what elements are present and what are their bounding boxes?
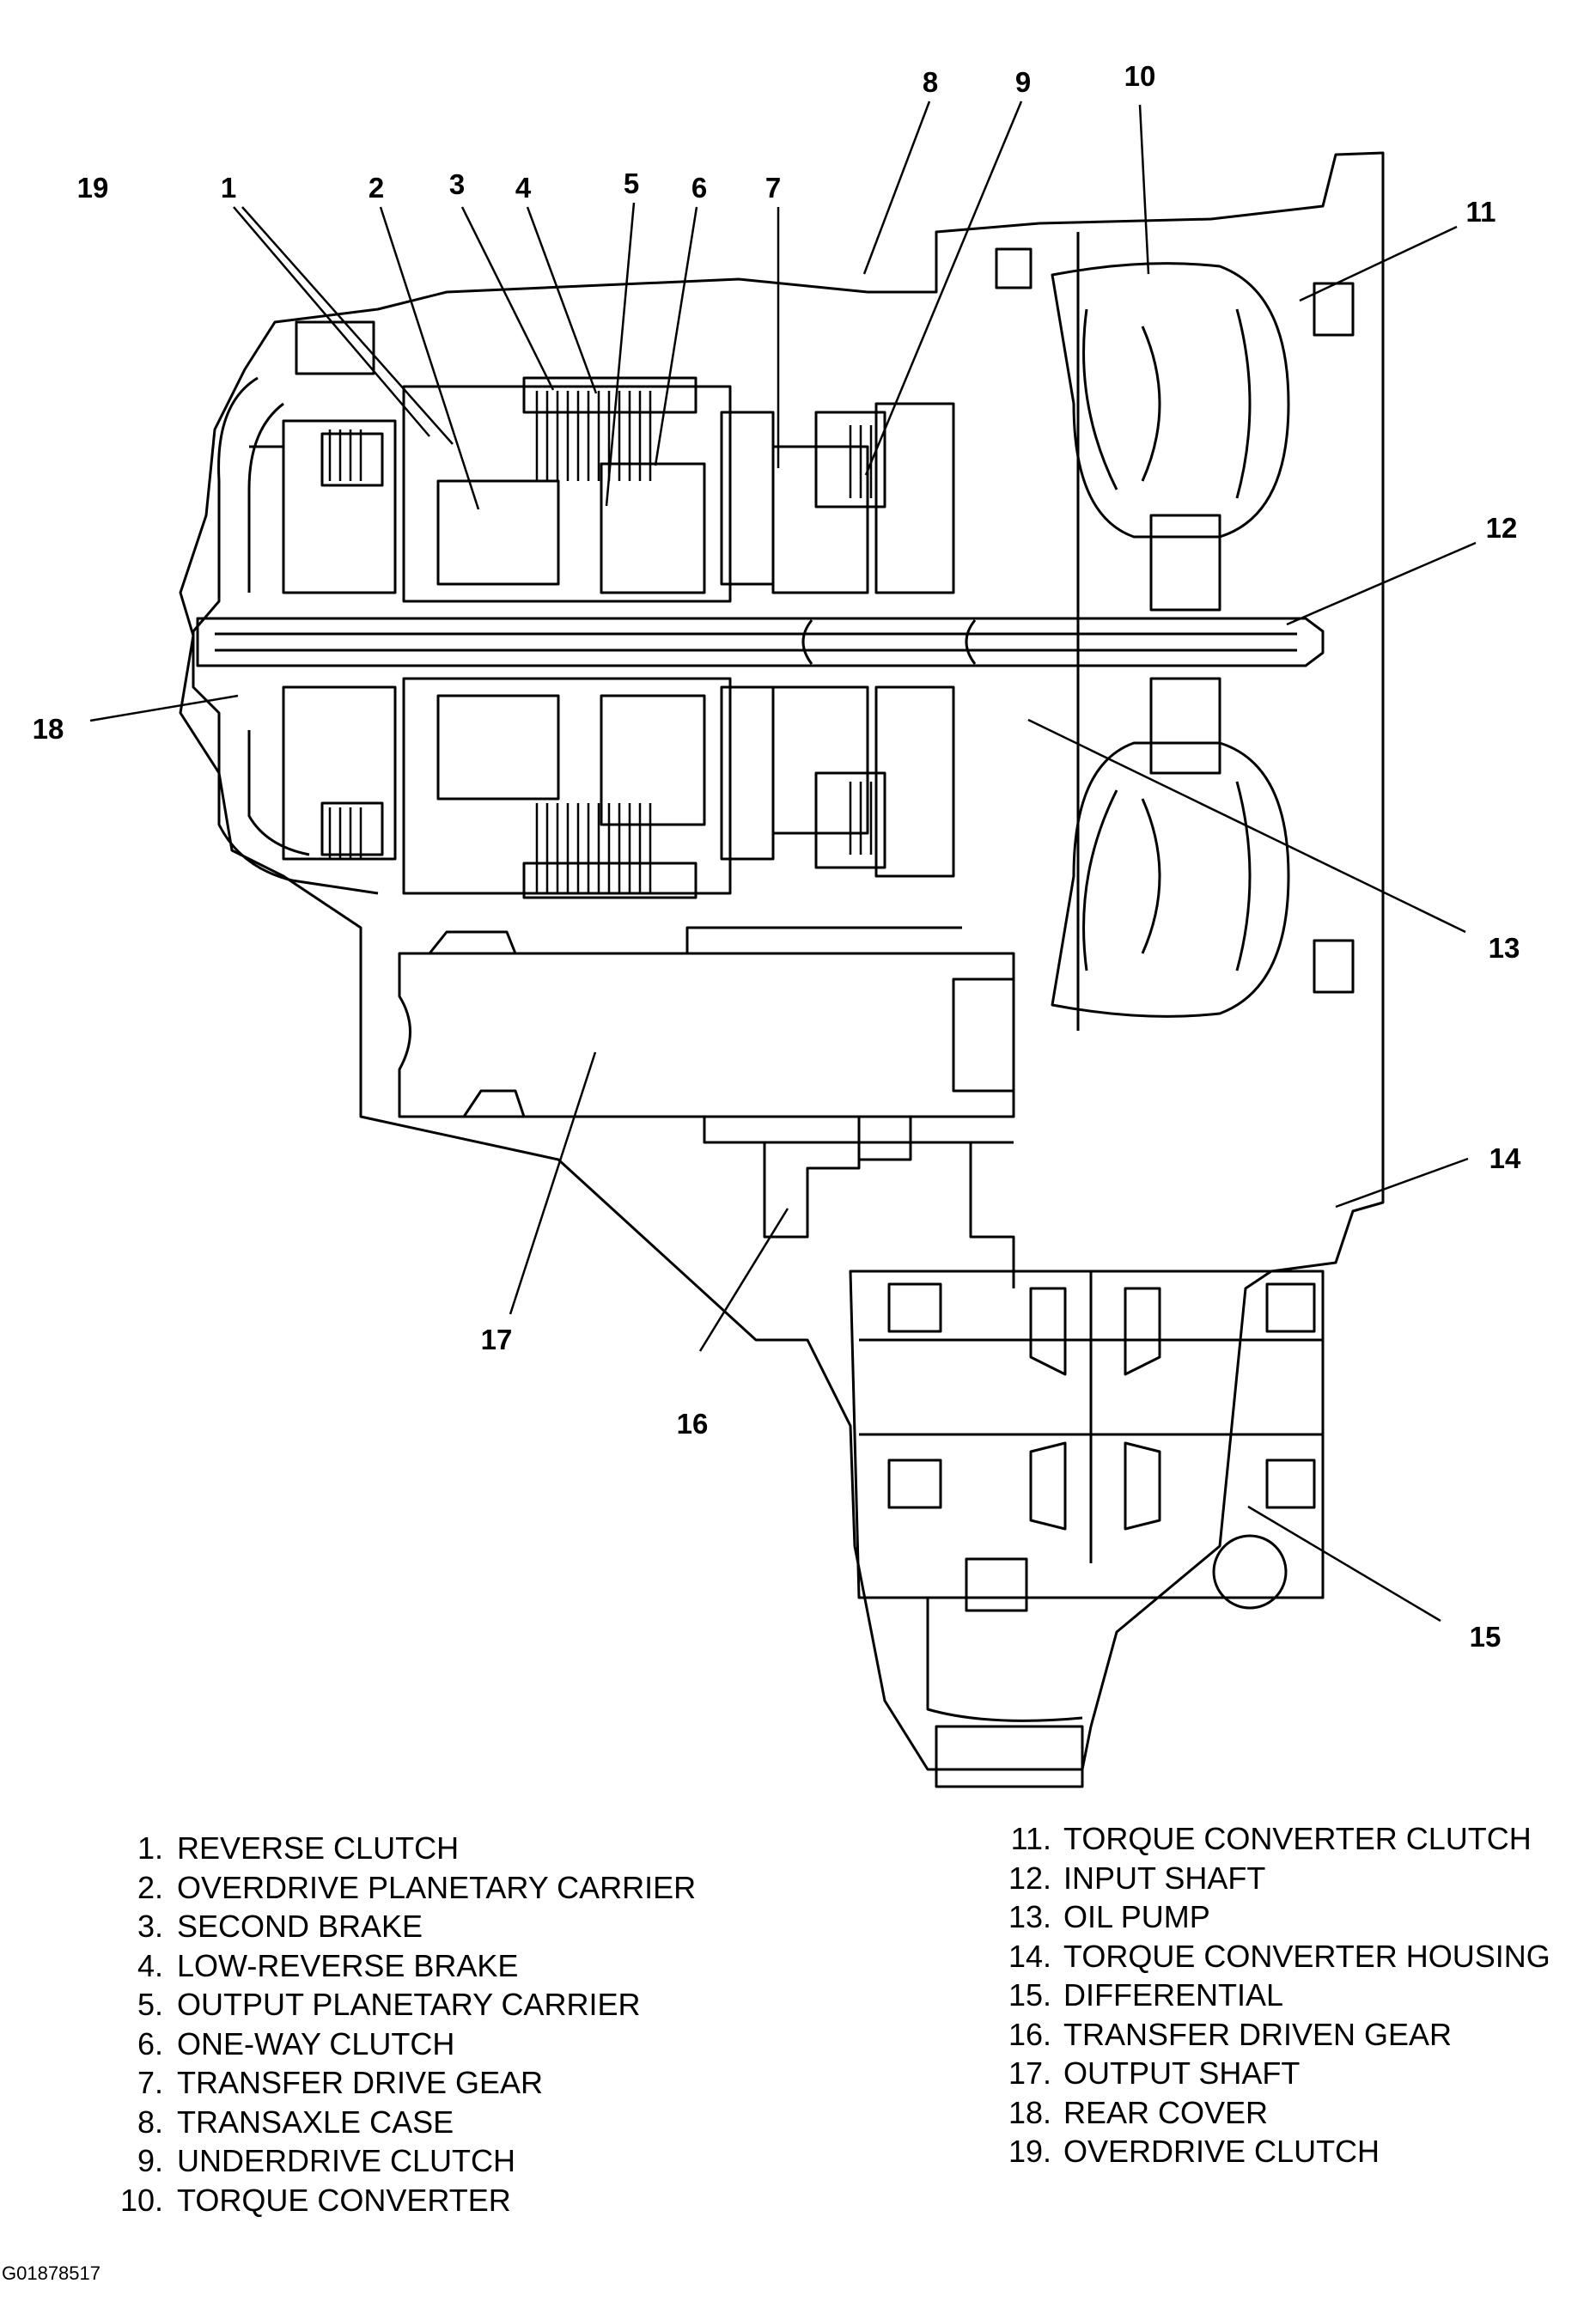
legend-text: TRANSAXLE CASE xyxy=(177,2104,454,2140)
legend-text: ONE-WAY CLUTCH xyxy=(177,2025,455,2061)
legend-item: 11. TORQUE CONVERTER CLUTCH xyxy=(998,1819,1550,1859)
callout-15: 15 xyxy=(1470,1621,1502,1653)
legend-item: 13. OIL PUMP xyxy=(998,1897,1550,1937)
clutch-plates-lower xyxy=(328,782,873,893)
callout-12: 12 xyxy=(1486,512,1518,544)
clutch-plates-upper xyxy=(328,391,873,498)
legend-item: 7. TRANSFER DRIVE GEAR xyxy=(110,2063,696,2103)
legend-item: 12. INPUT SHAFT xyxy=(998,1859,1550,1898)
legend-text: OUTPUT SHAFT xyxy=(1063,2055,1301,2091)
callout-6: 6 xyxy=(691,172,707,204)
legend-text: REVERSE CLUTCH xyxy=(177,1830,460,1866)
legend-item: 2. OVERDRIVE PLANETARY CARRIER xyxy=(110,1868,696,1908)
input-shaft xyxy=(196,617,1325,667)
legend-text: INPUT SHAFT xyxy=(1063,1860,1266,1896)
legend-right-column: 11. TORQUE CONVERTER CLUTCH 12. INPUT SHAF… xyxy=(998,1819,1550,2171)
rear-cover-inner xyxy=(247,402,310,856)
legend-number: 4. xyxy=(137,1947,163,1983)
legend-number: 19. xyxy=(1008,2134,1051,2169)
legend-number: 6. xyxy=(137,2025,163,2061)
transfer-driven-gear xyxy=(763,1115,1015,1288)
legend-number: 10. xyxy=(119,2182,163,2218)
legend-text: TORQUE CONVERTER HOUSING xyxy=(1063,1938,1550,1974)
legend-item: 1. REVERSE CLUTCH xyxy=(110,1829,696,1868)
legend-number: 8. xyxy=(137,2104,163,2140)
legend-item: 14. TORQUE CONVERTER HOUSING xyxy=(998,1937,1550,1976)
callout-17: 17 xyxy=(481,1324,513,1355)
legend-item: 4. LOW-REVERSE BRAKE xyxy=(110,1946,696,1986)
transaxle-case-outline xyxy=(179,151,1385,1771)
legend-number: 16. xyxy=(1008,2016,1051,2052)
legend-text: DIFFERENTIAL xyxy=(1063,1977,1284,2013)
legend-number: 3. xyxy=(137,1909,163,1944)
legend-item: 18. REAR COVER xyxy=(998,2093,1550,2133)
callout-1: 1 xyxy=(221,172,236,204)
legend-number: 2. xyxy=(137,1869,163,1905)
legend-item: 6. ONE-WAY CLUTCH xyxy=(110,2025,696,2064)
legend-left-column: 1. REVERSE CLUTCH 2. OVERDRIVE PLANETARY C… xyxy=(110,1829,696,2220)
callout-14: 14 xyxy=(1489,1142,1521,1174)
clutch-packs-upper xyxy=(249,376,955,603)
legend-text: TRANSFER DRIVEN GEAR xyxy=(1063,2016,1453,2052)
clutch-packs-lower xyxy=(282,677,955,899)
callout-3: 3 xyxy=(449,168,465,200)
legend-item: 16. TRANSFER DRIVEN GEAR xyxy=(998,2015,1550,2055)
legend-text: REAR COVER xyxy=(1063,2094,1269,2130)
callout-leader-lines xyxy=(89,100,1477,1623)
legend-item: 5. OUTPUT PLANETARY CARRIER xyxy=(110,1985,696,2025)
legend-number: 15. xyxy=(1008,1977,1051,2013)
differential xyxy=(849,1270,1325,1788)
callout-2: 2 xyxy=(369,172,384,204)
callout-7: 7 xyxy=(765,172,781,204)
legend-number: 9. xyxy=(137,2143,163,2178)
legend-item: 17. OUTPUT SHAFT xyxy=(998,2054,1550,2093)
callout-19: 19 xyxy=(77,172,109,204)
legend-text: OIL PUMP xyxy=(1063,1899,1210,1934)
callout-13: 13 xyxy=(1489,932,1520,964)
legend-item: 8. TRANSAXLE CASE xyxy=(110,2103,696,2142)
callout-4: 4 xyxy=(515,172,532,204)
legend-item: 10. TORQUE CONVERTER xyxy=(110,2181,696,2220)
legend-number: 11. xyxy=(1010,1821,1051,1856)
legend-text: SECOND BRAKE xyxy=(177,1909,423,1944)
legend-text: OUTPUT PLANETARY CARRIER xyxy=(177,1987,641,2022)
legend-number: 5. xyxy=(137,1987,163,2022)
legend-text: OVERDRIVE PLANETARY CARRIER xyxy=(177,1869,697,1905)
legend-text: UNDERDRIVE CLUTCH xyxy=(177,2143,516,2178)
output-shaft xyxy=(398,926,1015,1144)
callout-16: 16 xyxy=(677,1408,709,1440)
rear-cover xyxy=(192,376,379,895)
legend-number: 17. xyxy=(1008,2055,1051,2091)
callout-11: 11 xyxy=(1466,196,1496,228)
callout-5: 5 xyxy=(624,167,639,199)
legend-number: 18. xyxy=(1008,2094,1051,2130)
legend-text: TORQUE CONVERTER xyxy=(177,2182,511,2218)
legend-item: 19. OVERDRIVE CLUTCH xyxy=(998,2132,1550,2171)
legend-number: 7. xyxy=(137,2065,163,2100)
torque-converter xyxy=(1051,232,1290,1031)
legend-number: 14. xyxy=(1008,1938,1051,1974)
callout-8: 8 xyxy=(923,66,938,98)
legend-text: OVERDRIVE CLUTCH xyxy=(1063,2134,1380,2169)
callout-9: 9 xyxy=(1015,66,1031,98)
legend-item: 9. UNDERDRIVE CLUTCH xyxy=(110,2141,696,2181)
legend-text: TORQUE CONVERTER CLUTCH xyxy=(1063,1821,1532,1856)
figure-id: G01878517 xyxy=(2,2262,101,2284)
legend-item: 15. DIFFERENTIAL xyxy=(998,1976,1550,2015)
legend-number: 12. xyxy=(1008,1860,1051,1896)
callout-18: 18 xyxy=(33,713,64,745)
legend-text: LOW-REVERSE BRAKE xyxy=(177,1947,519,1983)
legend-number: 13. xyxy=(1008,1899,1051,1934)
callout-10: 10 xyxy=(1124,60,1156,92)
legend-number: 1. xyxy=(137,1830,163,1866)
legend-text: TRANSFER DRIVE GEAR xyxy=(177,2065,544,2100)
legend-item: 3. SECOND BRAKE xyxy=(110,1907,696,1946)
